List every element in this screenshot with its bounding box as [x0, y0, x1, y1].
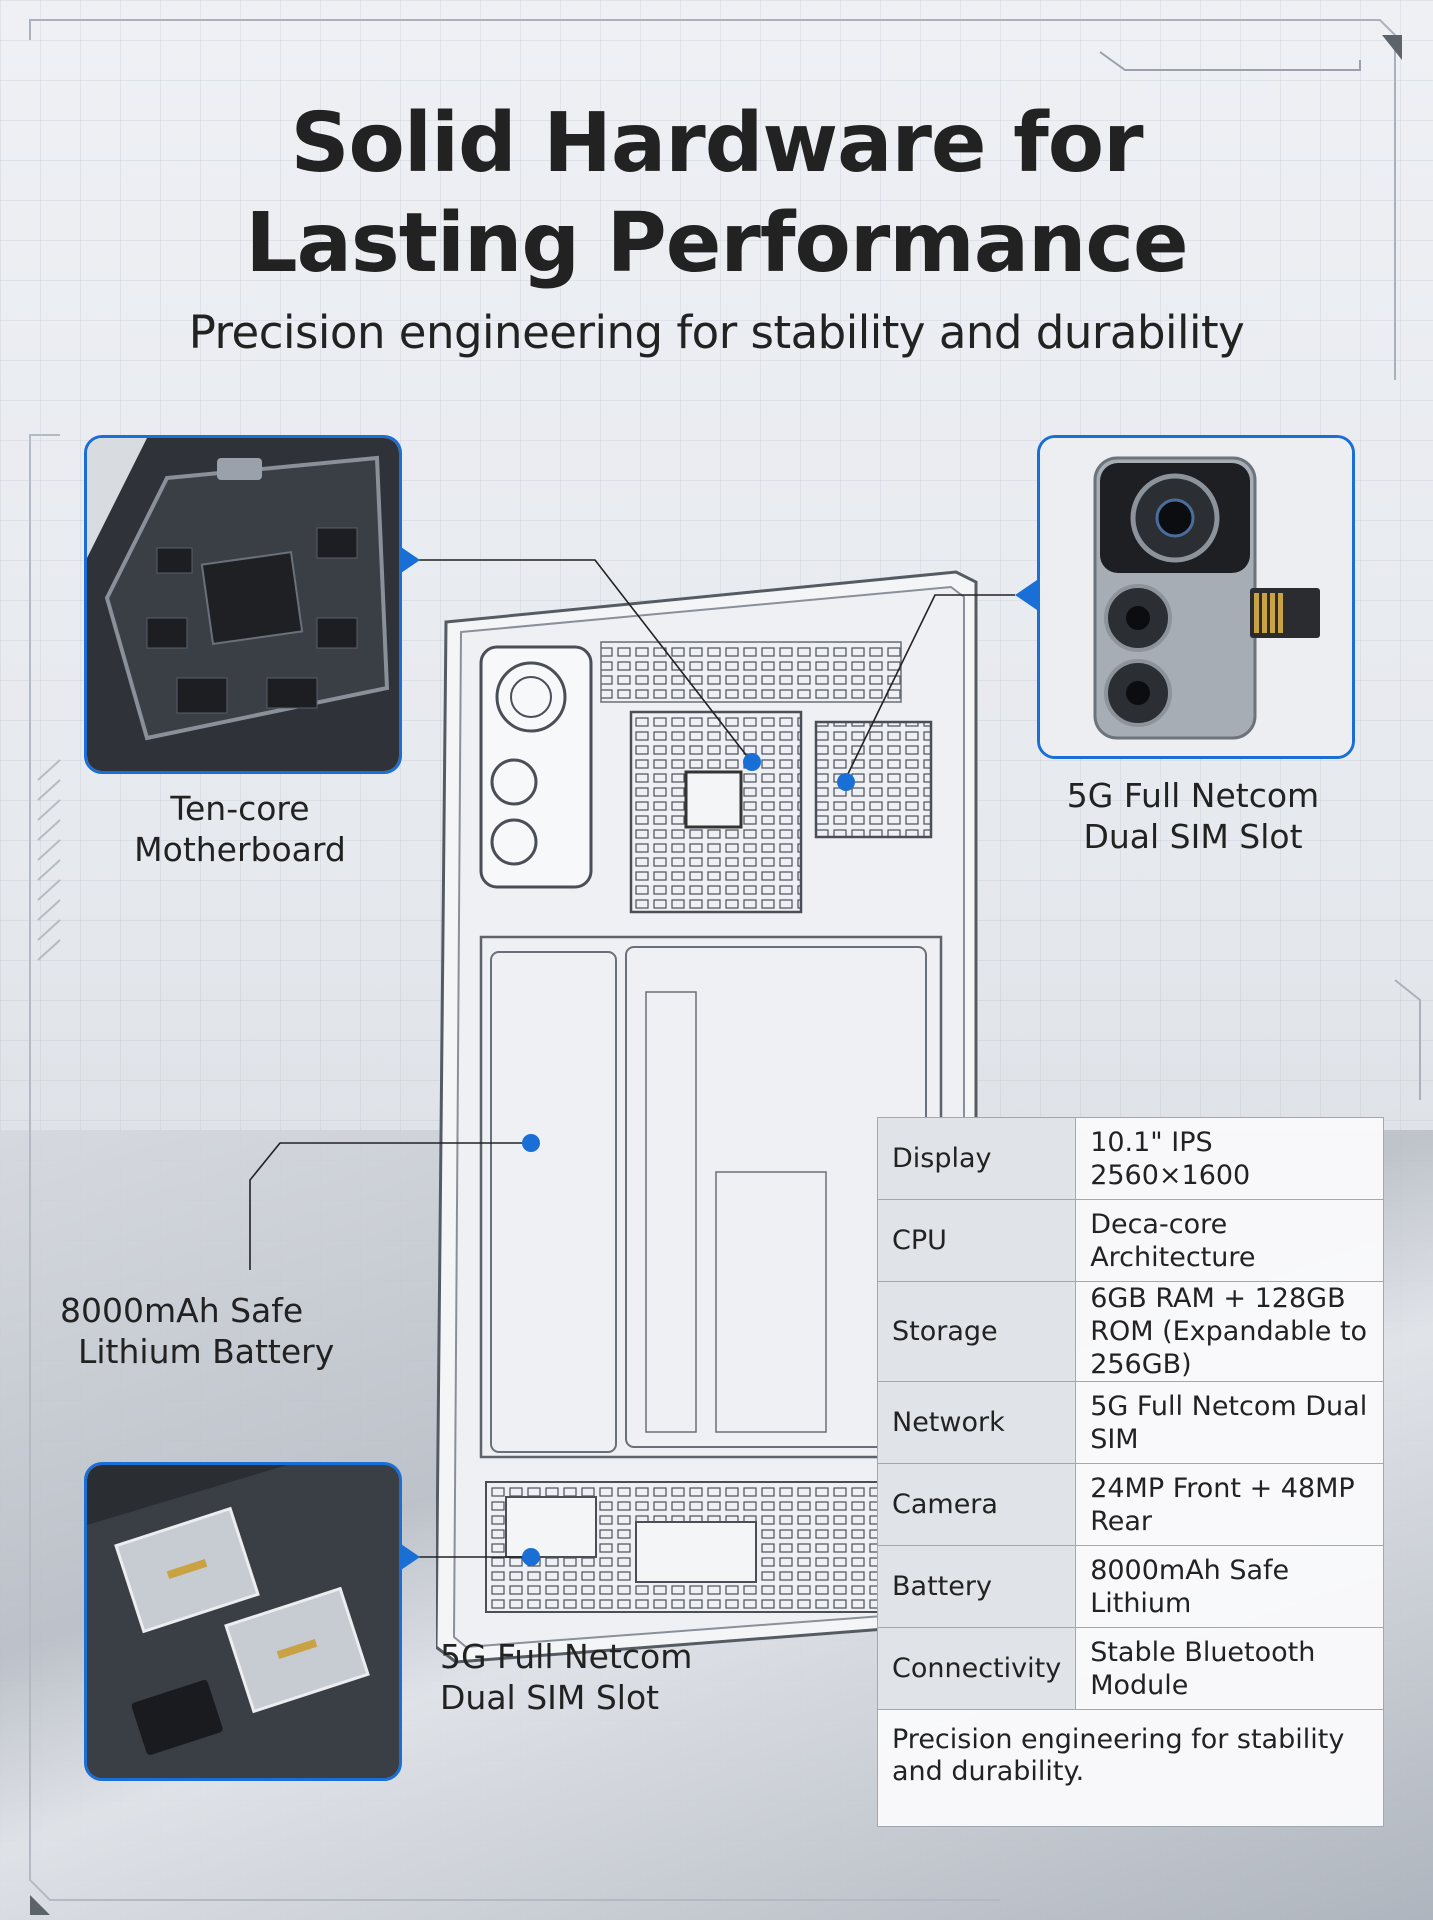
spec-value: 8000mAh Safe Lithium [1075, 1545, 1384, 1628]
battery-label-line2: Lithium Battery [78, 1332, 335, 1371]
spec-key: Battery [876, 1545, 1077, 1628]
spec-key: CPU [876, 1199, 1077, 1282]
battery-dot [522, 1134, 540, 1152]
battery-label-line1: 8000mAh Safe [60, 1291, 304, 1330]
spec-row-display: Display 10.1" IPS 2560×1600 [876, 1117, 1384, 1200]
spec-key: Camera [876, 1463, 1077, 1546]
spec-value: 5G Full Netcom Dual SIM [1075, 1381, 1384, 1464]
spec-row-cpu: CPU Deca-core Architecture [876, 1199, 1384, 1282]
motherboard-dot [743, 753, 761, 771]
spec-value: Stable Bluetooth Module [1075, 1627, 1384, 1710]
spec-footer-row: Precision engineering for stability and … [877, 1709, 1384, 1827]
spec-table: Display 10.1" IPS 2560×1600 CPU Deca-cor… [876, 1117, 1384, 1827]
spec-value: 6GB RAM + 128GB ROM (Expandable to 256GB… [1075, 1281, 1384, 1382]
title-line-1: Solid Hardware for [290, 96, 1143, 191]
spec-row-battery: Battery 8000mAh Safe Lithium [876, 1545, 1384, 1628]
sim-tray-image [84, 1462, 402, 1781]
camera-module-image [1037, 435, 1355, 759]
spec-key: Connectivity [876, 1627, 1077, 1710]
motherboard-image [84, 435, 402, 774]
spec-value: Deca-core Architecture [1075, 1199, 1384, 1282]
spec-footer: Precision engineering for stability and … [877, 1709, 1384, 1827]
tablet-internal-illustration [436, 570, 978, 1664]
spec-row-storage: Storage 6GB RAM + 128GB ROM (Expandable … [876, 1281, 1384, 1382]
sim-top-label: 5G Full Netcom Dual SIM Slot [1066, 776, 1320, 856]
spec-row-network: Network 5G Full Netcom Dual SIM [876, 1381, 1384, 1464]
motherboard-label: Ten-core Motherboard [134, 789, 346, 869]
sim-bottom-label-line1: 5G Full Netcom [440, 1637, 693, 1676]
sim-top-dot [837, 773, 855, 791]
spec-key: Display [876, 1117, 1077, 1200]
spec-value: 24MP Front + 48MP Rear [1075, 1463, 1384, 1546]
sim-bottom-dot [522, 1548, 540, 1566]
spec-value: 10.1" IPS 2560×1600 [1075, 1117, 1384, 1200]
sim-bottom-label: 5G Full Netcom Dual SIM Slot [440, 1636, 740, 1718]
spec-row-camera: Camera 24MP Front + 48MP Rear [876, 1463, 1384, 1546]
spec-key: Storage [876, 1281, 1077, 1382]
sim-bottom-label-line2: Dual SIM Slot [440, 1678, 660, 1717]
battery-label: 8000mAh Safe Lithium Battery [60, 1290, 380, 1372]
spec-row-connectivity: Connectivity Stable Bluetooth Module [876, 1627, 1384, 1710]
title-line-2: Lasting Performance [245, 196, 1188, 291]
subtitle: Precision engineering for stability and … [188, 306, 1245, 359]
spec-key: Network [876, 1381, 1077, 1464]
